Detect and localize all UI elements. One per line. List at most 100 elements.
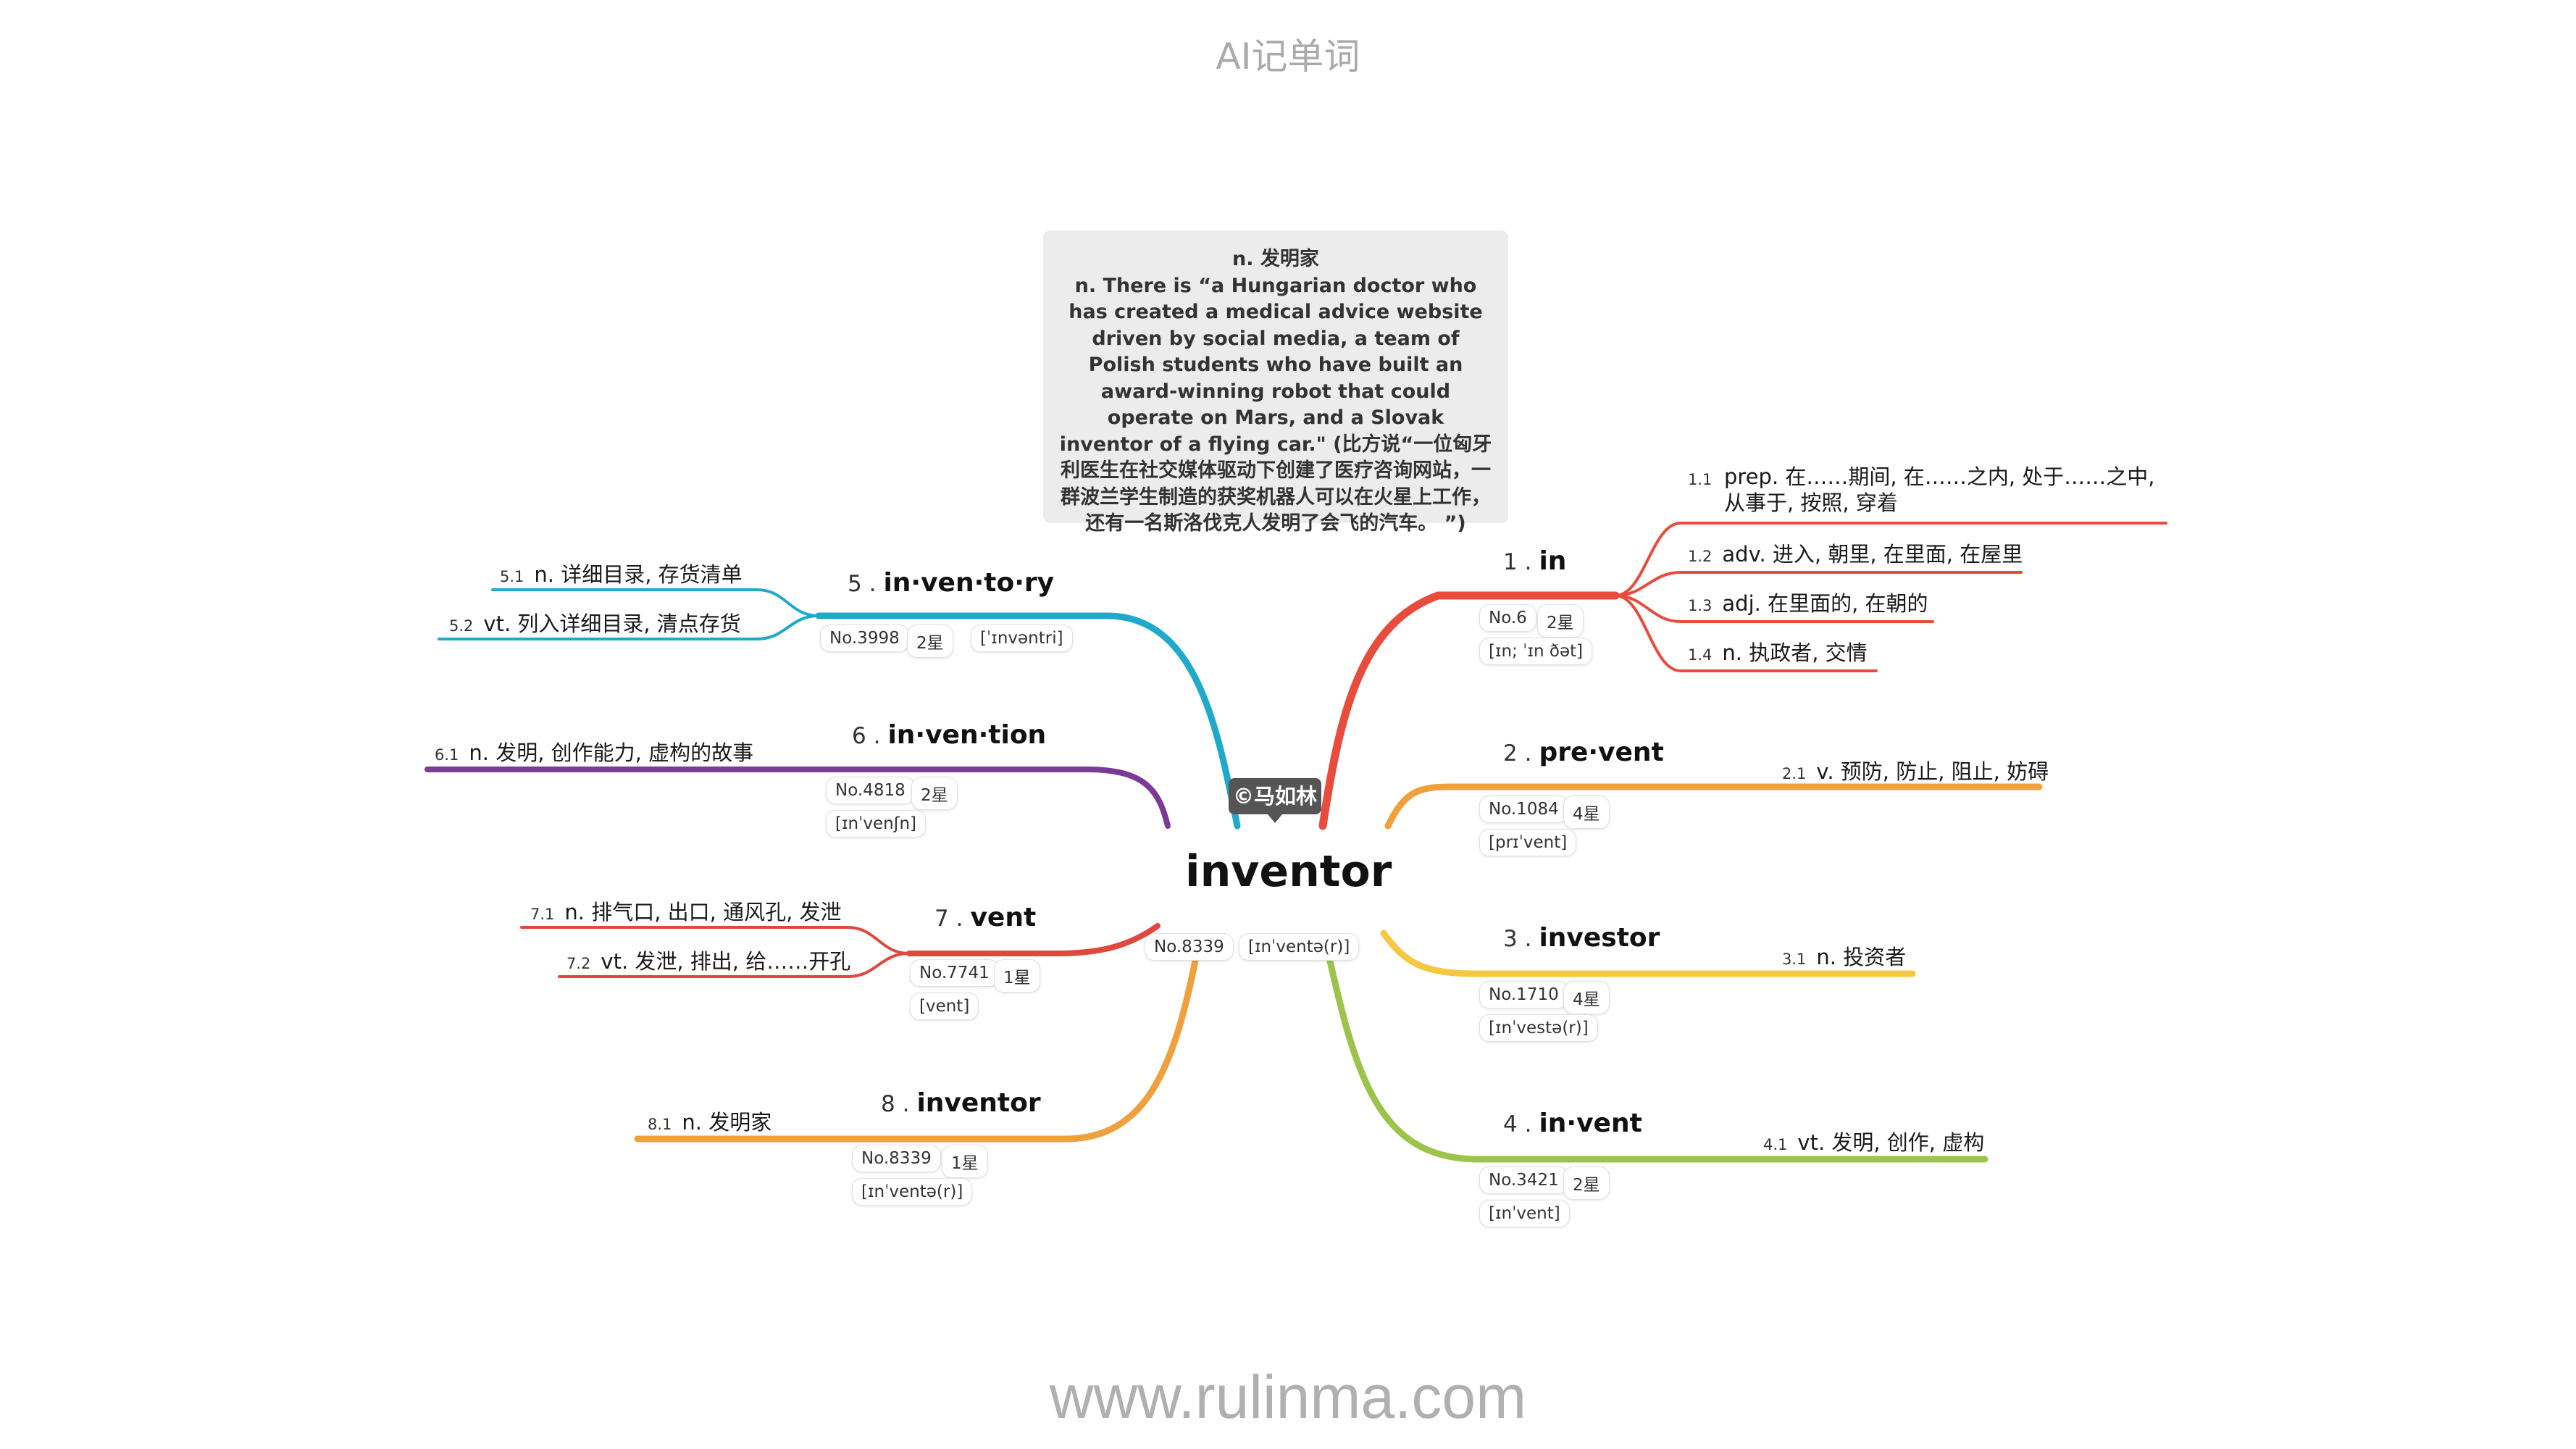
branch-3-word: investor	[1539, 923, 1660, 953]
branch-1-stars-chip: 2星	[1537, 604, 1584, 638]
branch-2-number-chip: No.1084	[1479, 796, 1568, 823]
link-sense-1-1	[1614, 522, 2167, 597]
sense-7-2-text: vt. 发泄, 排出, 给……开孔	[601, 949, 851, 974]
branch-1-number-chip: No.6	[1479, 604, 1536, 632]
sense-4-1-num: 4.1	[1763, 1136, 1788, 1153]
footer-url: www.rulinma.com	[1049, 1363, 1527, 1431]
sense-7-2: 7.2 vt. 发泄, 排出, 给……开孔	[566, 945, 850, 975]
sense-5-1-text: n. 详细目录, 存货清单	[534, 562, 743, 587]
sense-5-2-text: vt. 列入详细目录, 清点存货	[483, 611, 741, 636]
sense-1-4: 1.4 n. 执政者, 交情	[1688, 636, 1868, 667]
branch-5-title[interactable]: 5 .in·ven·to·ry	[848, 568, 1054, 598]
branch-7-index: 7 .	[934, 906, 963, 932]
branch-4-stars-chip: 2星	[1563, 1166, 1610, 1200]
branch-4-title[interactable]: 4 . in·vent	[1503, 1108, 1642, 1138]
note-text: n. There is “a Hungarian doctor who has …	[1059, 274, 1492, 535]
sense-2-1-text: v. 预防, 防止, 阻止, 妨碍	[1816, 759, 2049, 784]
link-branch-4	[1322, 938, 1989, 1163]
sense-7-2-num: 7.2	[566, 955, 591, 972]
copyright-badge: ©马如林	[1229, 778, 1321, 823]
branch-5-stars-chip: 2星	[907, 625, 953, 658]
branch-6-index: 6 .	[852, 723, 881, 749]
branch-7-number-chip: No.7741	[910, 959, 999, 987]
branch-2-word: pre·vent	[1539, 738, 1664, 767]
branch-5-index: 5 .	[848, 571, 877, 597]
branch-7-stars-chip: 1星	[994, 959, 1040, 993]
branch-4-word: in·vent	[1539, 1108, 1642, 1138]
branch-6-number-chip: No.4818	[826, 777, 915, 804]
sense-5-2-num: 5.2	[449, 617, 474, 635]
branch-5-phonetic-chip: [ˈɪnvəntri]	[971, 625, 1073, 652]
link-sense-5-2	[438, 614, 820, 640]
sense-1-1-num: 1.1	[1688, 471, 1713, 488]
copyright-pointer	[1268, 814, 1282, 823]
branch-8-word: inventor	[916, 1088, 1041, 1118]
sense-1-2: 1.2 adv. 进入, 朝里, 在里面, 在屋里	[1688, 538, 2023, 568]
sense-3-1-num: 3.1	[1782, 951, 1807, 968]
branch-8-phonetic-chip: [ɪnˈventə(r)]	[852, 1178, 973, 1206]
link-sense-7-1	[520, 926, 911, 955]
sense-6-1: 6.1 n. 发明, 创作能力, 虚构的故事	[435, 736, 753, 767]
sense-6-1-num: 6.1	[435, 746, 459, 764]
branch-5-number-chip: No.3998	[820, 625, 909, 652]
branch-8-stars-chip: 1星	[942, 1145, 988, 1178]
branch-4-index: 4 .	[1503, 1111, 1532, 1137]
sense-8-1-num: 8.1	[648, 1116, 672, 1133]
branch-2-phonetic-chip: [prɪˈvent]	[1479, 829, 1577, 856]
link-sense-7-2	[558, 952, 911, 978]
branch-1-phonetic-chip: [ɪn; ˈɪn ðət]	[1479, 638, 1593, 665]
branch-2-index: 2 .	[1503, 740, 1532, 767]
center-word[interactable]: inventor	[1185, 846, 1392, 897]
center-phonetic-chip: [ɪnˈventə(r)]	[1239, 933, 1360, 961]
branch-1-index: 1 .	[1503, 549, 1532, 575]
branch-3-title[interactable]: 3 .investor	[1503, 923, 1660, 953]
link-branch-5	[815, 612, 1241, 830]
sense-7-1-text: n. 排气口, 出口, 通风孔, 发泄	[564, 900, 842, 924]
sense-6-1-text: n. 发明, 创作能力, 虚构的故事	[469, 740, 754, 765]
branch-6-phonetic-chip: [ɪnˈvenʃn]	[826, 810, 927, 838]
branch-2-stars-chip: 4星	[1563, 796, 1610, 829]
sense-8-1-text: n. 发明家	[682, 1110, 772, 1135]
sense-1-2-text: adv. 进入, 朝里, 在里面, 在屋里	[1722, 542, 2023, 567]
definition-note: n. 发明家 n. There is “a Hungarian doctor w…	[1043, 230, 1508, 535]
sense-2-1: 2.1 v. 预防, 防止, 阻止, 妨碍	[1782, 755, 2049, 785]
link-sense-1-3	[1614, 594, 1934, 623]
link-branch-6	[425, 767, 1171, 829]
sense-1-2-num: 1.2	[1688, 548, 1713, 565]
sense-1-1: 1.1 prep. 在……期间, 在……之内, 处于……之中, 从事于, 按照,…	[1688, 464, 2159, 516]
sense-2-1-num: 2.1	[1782, 765, 1807, 782]
branch-6-title[interactable]: 6 .in·ven·tion	[852, 720, 1046, 750]
branch-1-title[interactable]: 1 .in	[1503, 546, 1566, 576]
link-branch-8	[634, 950, 1200, 1143]
link-sense-1-4	[1614, 594, 1878, 672]
branch-7-title[interactable]: 7 .vent	[934, 903, 1036, 932]
branch-5-word: in·ven·to·ry	[883, 568, 1055, 598]
branch-3-stars-chip: 4星	[1563, 981, 1610, 1014]
link-sense-5-1	[491, 588, 820, 617]
sense-1-4-text: n. 执政者, 交情	[1722, 640, 1868, 665]
branch-4-phonetic-chip: [ɪnˈvent]	[1479, 1200, 1570, 1227]
sense-1-3-num: 1.3	[1688, 597, 1713, 614]
link-branch-2	[1384, 783, 2043, 830]
link-branch-3	[1380, 930, 1916, 977]
branch-2-title[interactable]: 2 . pre·vent	[1503, 738, 1664, 767]
sense-5-2: 5.2 vt. 列入详细目录, 清点存货	[449, 607, 741, 638]
note-title: n. 发明家	[1232, 248, 1319, 270]
branch-8-number-chip: No.8339	[852, 1145, 941, 1172]
branch-6-word: in·ven·tion	[887, 720, 1047, 750]
header-title: AI记单词	[1216, 36, 1360, 78]
sense-3-1-text: n. 投资者	[1816, 945, 1907, 969]
copyright-text: ©马如林	[1232, 784, 1317, 809]
sense-1-4-num: 1.4	[1688, 646, 1713, 664]
center-number-chip: No.8339	[1145, 933, 1234, 961]
branch-8-index: 8 .	[881, 1091, 910, 1117]
link-sense-1-2	[1614, 571, 2023, 597]
sense-3-1: 3.1 n. 投资者	[1782, 940, 1906, 971]
branch-8-title[interactable]: 8 .inventor	[881, 1088, 1041, 1118]
sense-5-1-num: 5.1	[500, 568, 524, 585]
